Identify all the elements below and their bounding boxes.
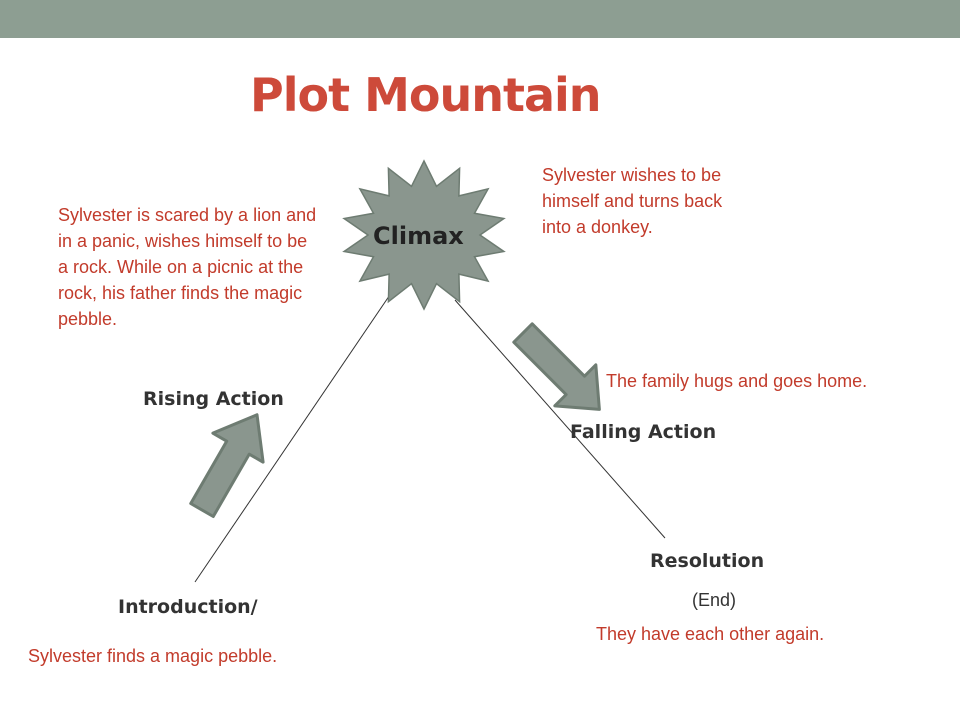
- resolution-note: They have each other again.: [596, 624, 825, 644]
- resolution-label: Resolution: [650, 550, 765, 572]
- page-title: Plot Mountain: [250, 68, 602, 122]
- rising-slope-line: [194, 279, 401, 583]
- falling-action-label: Falling Action: [570, 421, 717, 443]
- falling-action-note: The family hugs and goes home.: [606, 371, 868, 391]
- resolution-end-note: (End): [692, 590, 737, 610]
- rising-action-note: Sylvester is scared by a lion and in a p…: [58, 205, 317, 329]
- arrow-up-right-icon: [189, 413, 265, 518]
- falling-slope-line: [454, 299, 666, 539]
- top-bar: [0, 0, 960, 38]
- introduction-note: Sylvester finds a magic pebble.: [28, 646, 278, 666]
- starburst-icon: [342, 159, 506, 311]
- climax-label: Climax: [373, 222, 464, 250]
- arrow-down-right-icon: [512, 322, 601, 411]
- rising-action-label: Rising Action: [143, 388, 284, 410]
- climax-note: Sylvester wishes to be himself and turns…: [542, 165, 723, 237]
- introduction-label: Introduction/: [118, 596, 258, 618]
